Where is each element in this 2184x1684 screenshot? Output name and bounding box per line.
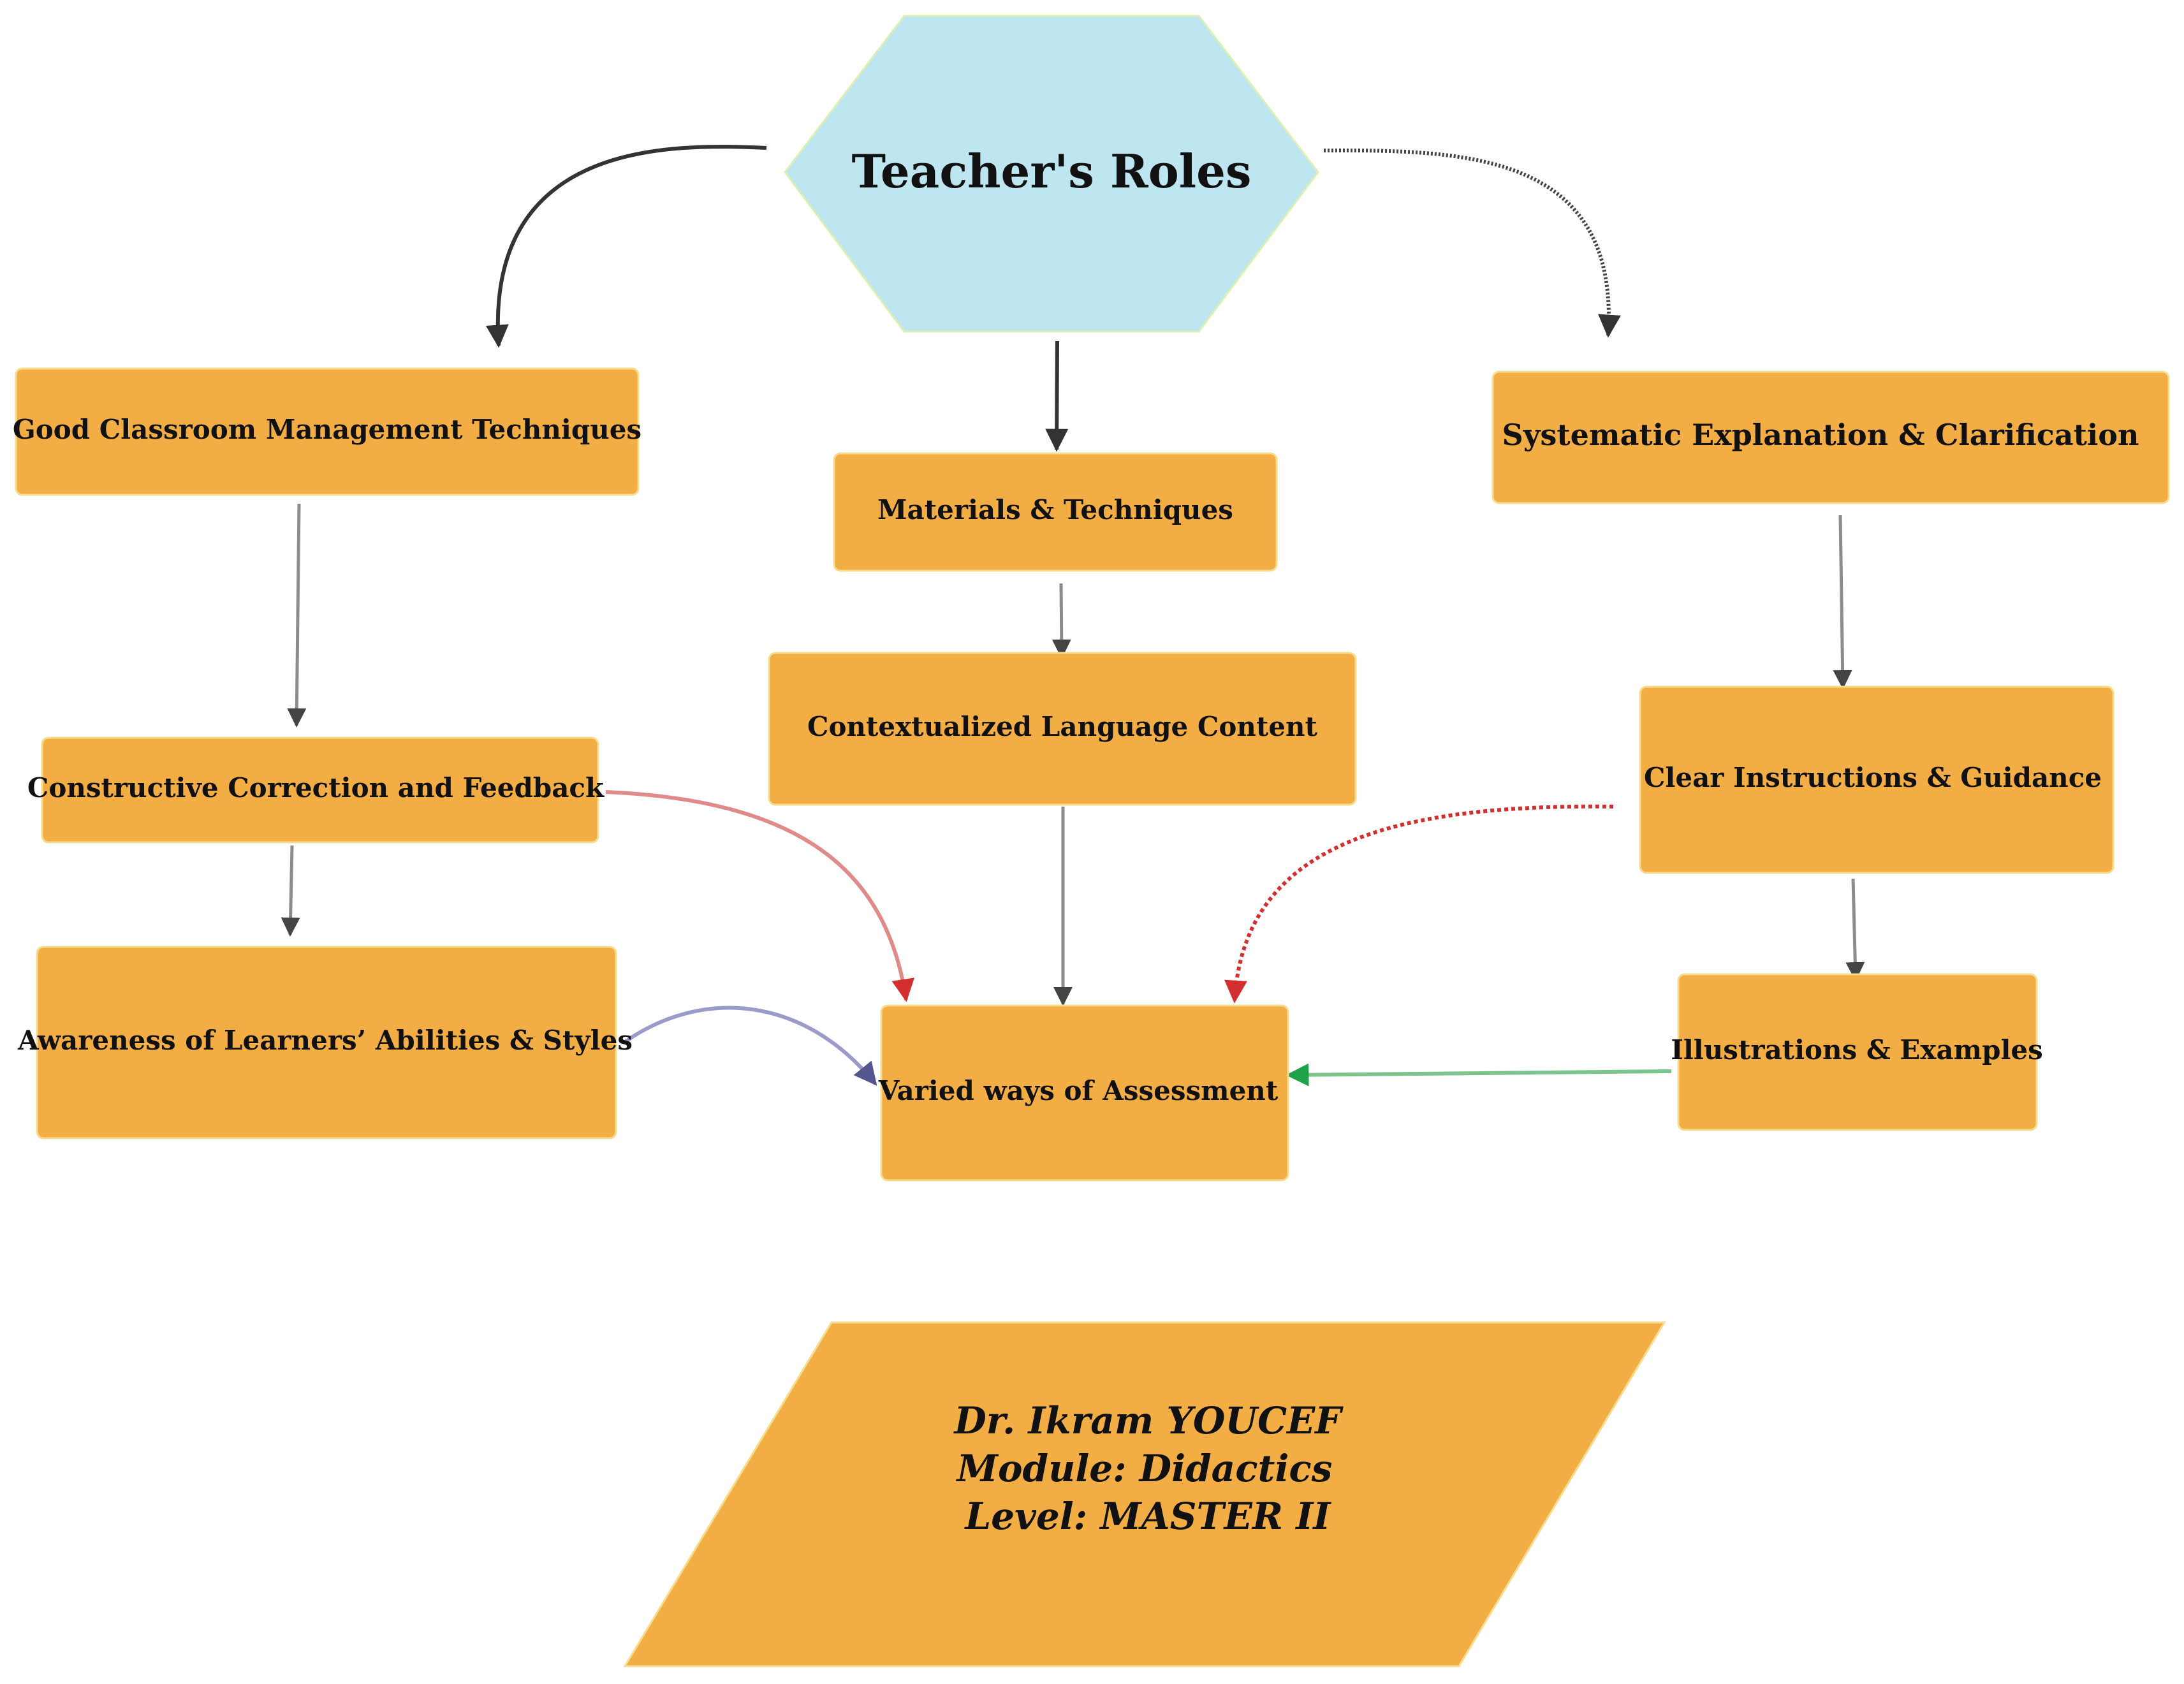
arrow-roles-to-systematic [1323,148,1621,338]
node-varied-assessment-label: Varied ways of Assessment [878,1075,1279,1106]
credit-parallelogram: Dr. Ikram YOUCEF Module: Didactics Level… [623,1321,1666,1667]
node-good-classroom[interactable]: Good Classroom Management Techniques [13,367,641,496]
node-clear-instructions[interactable]: Clear Instructions & Guidance [1639,685,2114,874]
arrow-materials-to-contextualized [1052,583,1071,659]
node-contextualized-label: Contextualized Language Content [807,711,1318,742]
credit-author: Dr. Ikram YOUCEF [953,1399,1344,1442]
node-varied-assessment[interactable]: Varied ways of Assessment [878,1004,1289,1182]
arrow-systematic-to-clear-instructions [1833,515,1852,689]
node-illustrations-label: Illustrations & Examples [1671,1034,2043,1065]
node-awareness-label: Awareness of Learners’ Abilities & Style… [17,1025,633,1056]
arrow-clear-instructions-to-assessment [1224,804,1614,1004]
node-illustrations[interactable]: Illustrations & Examples [1671,973,2043,1131]
arrow-constructive-to-awareness [281,845,300,937]
node-contextualized[interactable]: Contextualized Language Content [768,652,1357,806]
node-teachers-roles[interactable]: Teacher's Roles [784,15,1319,333]
arrow-clear-instructions-to-illustrations [1845,878,1865,981]
arrow-awareness-to-assessment [624,1006,877,1086]
node-awareness[interactable]: Awareness of Learners’ Abilities & Style… [17,946,633,1139]
arrow-illustrations-to-assessment [1286,1063,1672,1087]
node-teachers-roles-label: Teacher's Roles [852,144,1252,198]
node-systematic[interactable]: Systematic Explanation & Clarification [1491,370,2170,504]
credit-level: Level: MASTER II [964,1495,1331,1538]
node-materials-label: Materials & Techniques [877,494,1233,525]
node-constructive[interactable]: Constructive Correction and Feedback [27,736,605,844]
credit-module: Module: Didactics [956,1447,1333,1490]
node-good-classroom-label: Good Classroom Management Techniques [13,414,641,445]
arrow-constructive-to-assessment [605,790,915,1002]
arrow-roles-to-good-classroom [485,145,767,348]
node-constructive-label: Constructive Correction and Feedback [27,772,605,803]
node-materials[interactable]: Materials & Techniques [833,452,1278,572]
arrow-good-classroom-to-constructive [287,503,307,728]
node-systematic-label: Systematic Explanation & Clarification [1502,418,2139,452]
node-clear-instructions-label: Clear Instructions & Guidance [1644,762,2102,793]
